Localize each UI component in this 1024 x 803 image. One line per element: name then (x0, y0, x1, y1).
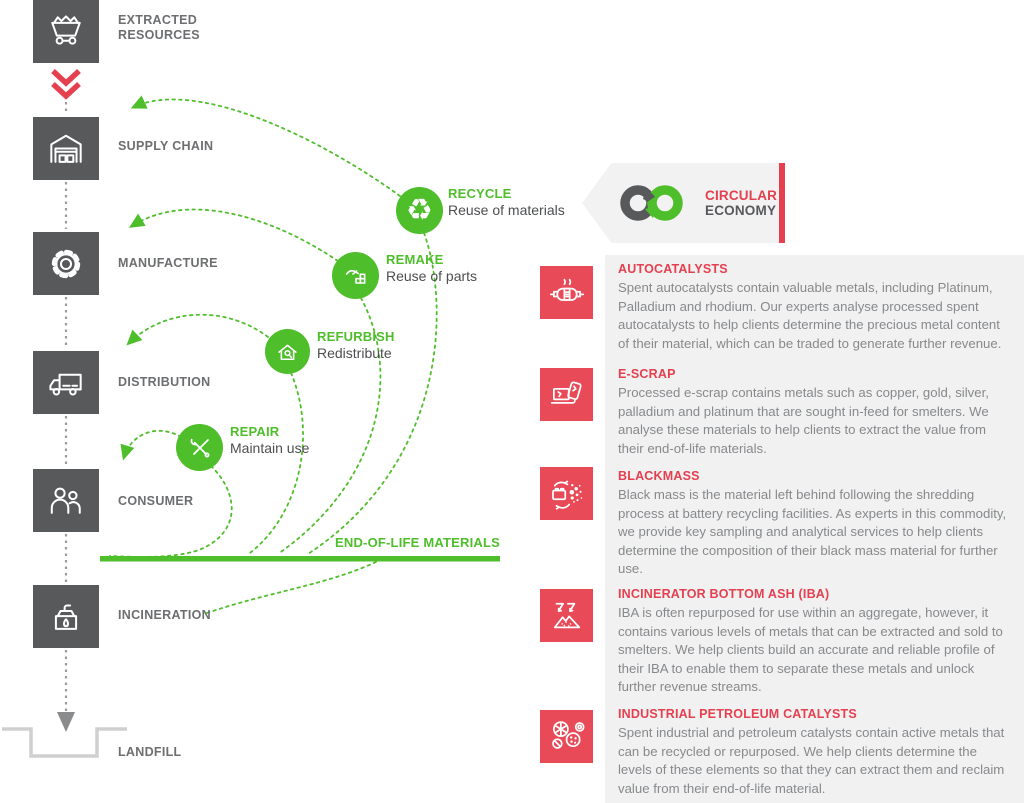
loop-circle-recycle: ♻ (396, 187, 443, 234)
stage-box-consumer (33, 469, 99, 532)
section-petroleum: INDUSTRIAL PETROLEUM CATALYSTS Spent ind… (618, 707, 1010, 798)
loop-arcs (109, 95, 438, 614)
loop-circle-remake (332, 252, 379, 299)
section-escrap: E-SCRAP Processed e-scrap contains metal… (618, 367, 1010, 458)
stage-label-landfill: LANDFILL (118, 745, 182, 759)
stage-box-extracted-resources (33, 0, 99, 63)
section-blackmass: BLACKMASS Black mass is the material lef… (618, 469, 1010, 579)
loop-title: REFURBISH (317, 329, 395, 344)
battery-shred-icon (551, 480, 582, 510)
infinity-loop-icon (620, 185, 683, 221)
stage-box-manufacture (33, 232, 99, 295)
section-icon-petroleum (540, 710, 593, 763)
gear-icon (51, 249, 81, 278)
section-icon-escrap (540, 368, 593, 421)
red-chevron-icon (51, 68, 81, 100)
loop-label-repair: REPAIR Maintain use (230, 424, 309, 456)
loop-title: REMAKE (386, 252, 444, 267)
section-title: INCINERATOR BOTTOM ASH (IBA) (618, 587, 830, 601)
refurbish-icon (278, 344, 297, 361)
loop-label-recycle: RECYCLE Reuse of materials (448, 186, 565, 218)
banner-line2: ECONOMY (705, 203, 777, 218)
mine-cart-icon (51, 14, 81, 45)
section-iba: INCINERATOR BOTTOM ASH (IBA) IBA is ofte… (618, 587, 1010, 697)
stage-box-supply-chain (33, 117, 99, 180)
repair-icon (190, 438, 209, 457)
section-title: E-SCRAP (618, 367, 676, 381)
info-panel (605, 255, 1024, 803)
banner-accent-bar (779, 163, 785, 243)
section-icon-autocatalysts (540, 266, 593, 319)
catalyst-pellets-icon (551, 720, 584, 749)
catalytic-converter-icon (549, 278, 584, 301)
people-icon (50, 487, 81, 514)
section-body: Black mass is the material left behind f… (618, 487, 1007, 576)
warehouse-icon (50, 134, 82, 163)
landfill-pit-icon (2, 727, 127, 758)
stage-label-consumer: CONSUMER (118, 494, 194, 508)
section-title: AUTOCATALYSTS (618, 262, 728, 276)
truck-icon (49, 373, 82, 395)
section-icon-iba (540, 589, 593, 642)
landfill-arrow-icon (57, 712, 75, 732)
loop-subtitle: Reuse of materials (448, 202, 565, 218)
section-title: BLACKMASS (618, 469, 700, 483)
stage-label-incineration: INCINERATION (118, 608, 211, 622)
remake-icon (345, 269, 365, 284)
loop-title: RECYCLE (448, 186, 512, 201)
loop-label-remake: REMAKE Reuse of parts (386, 252, 477, 284)
loop-circle-refurbish (265, 329, 310, 374)
banner-text: CIRCULAR ECONOMY (705, 188, 777, 218)
recycle-icon: ♻ (406, 192, 433, 228)
section-autocatalysts: AUTOCATALYSTS Spent autocatalysts contai… (618, 262, 1010, 353)
stage-label-manufacture: MANUFACTURE (118, 256, 218, 270)
section-body: Spent autocatalysts contain valuable met… (618, 280, 1002, 351)
loop-subtitle: Reuse of parts (386, 268, 478, 284)
stage-label-distribution: DISTRIBUTION (118, 375, 211, 389)
section-body: Processed e-scrap contains metals such a… (618, 385, 989, 456)
section-body: Spent industrial and petroleum catalysts… (618, 725, 1005, 796)
circular-economy-banner: CIRCULAR ECONOMY (582, 163, 779, 243)
eol-label: END-OF-LIFE MATERIALS (335, 535, 500, 550)
incinerator-icon (54, 604, 78, 630)
stage-box-distribution (33, 351, 99, 414)
loop-title: REPAIR (230, 424, 280, 439)
loop-subtitle: Redistribute (317, 345, 392, 361)
section-title: INDUSTRIAL PETROLEUM CATALYSTS (618, 707, 857, 721)
loop-subtitle: Maintain use (230, 440, 310, 456)
section-icon-blackmass (540, 467, 593, 520)
laptop-phone-icon (550, 380, 582, 404)
eol-line (100, 556, 500, 562)
stage-label-supply-chain: SUPPLY CHAIN (118, 139, 214, 153)
banner-line1: CIRCULAR (705, 188, 778, 203)
loop-label-refurbish: REFURBISH Redistribute (317, 329, 395, 361)
section-body: IBA is often repurposed for use within a… (618, 605, 1003, 694)
stage-label-extracted-resources: EXTRACTED RESOURCES (118, 13, 200, 42)
loop-circle-repair (176, 424, 223, 471)
stage-box-incineration (33, 585, 99, 648)
ash-pile-icon (553, 602, 580, 628)
